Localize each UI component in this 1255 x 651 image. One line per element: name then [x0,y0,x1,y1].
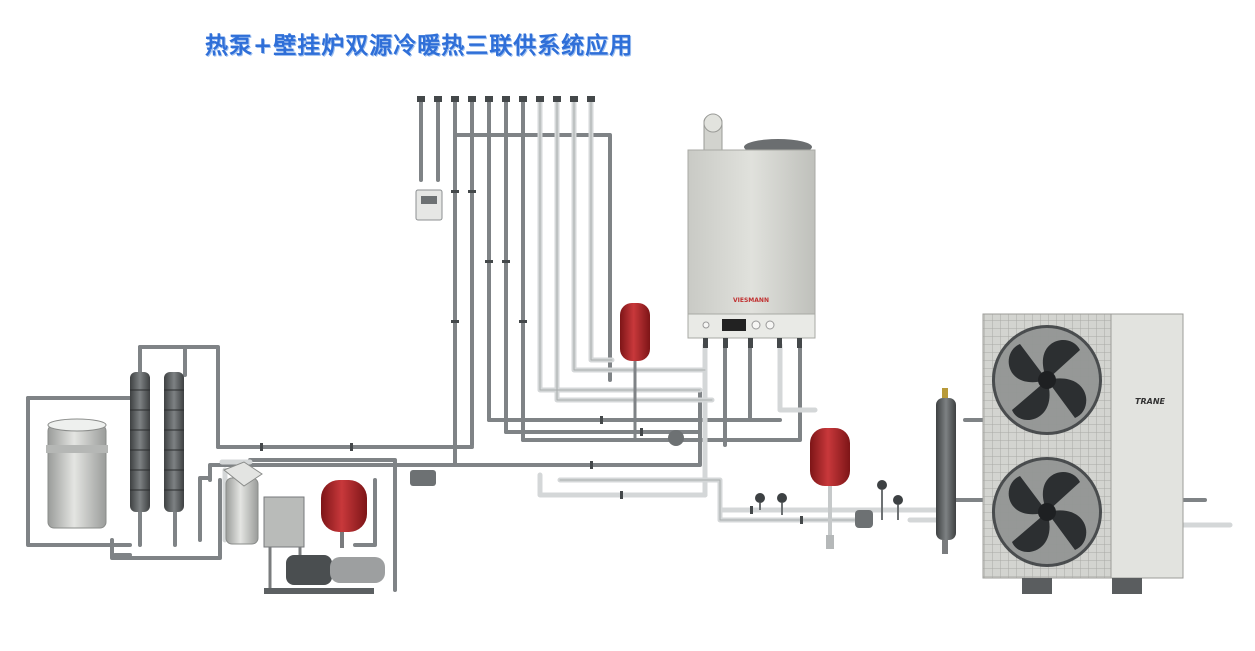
water-storage-tank [46,418,108,529]
heat-pump-outdoor-unit: TRANE [982,313,1184,594]
boiler-brand-label: VIESMANN [733,297,769,304]
fan-top [992,325,1102,435]
pre-filter [223,461,263,545]
expansion-tank-heat-pump [810,428,850,549]
expansion-tank-boiler [620,303,650,440]
diagram-title: 热泵+壁挂炉双源冷暖热三联供系统应用 [205,33,634,59]
gas-meter [415,189,443,221]
pressure-gauges [755,480,903,520]
booster-pump [264,547,385,594]
boiler-circulation-pump [668,430,684,446]
pipe-network [26,96,1233,592]
expansion-tank-pump [321,480,367,548]
filter-column-right [164,372,184,512]
filter-column-left [130,372,150,512]
wall-hung-boiler: VIESMANN [687,113,816,348]
hydraulic-separator [936,388,956,554]
fan-bottom [992,457,1102,567]
heat-pump-brand-label: TRANE [1135,397,1166,406]
header-valve [410,470,436,486]
heat-pump-circulation-pump [855,510,873,528]
pump-control-box [263,496,305,548]
